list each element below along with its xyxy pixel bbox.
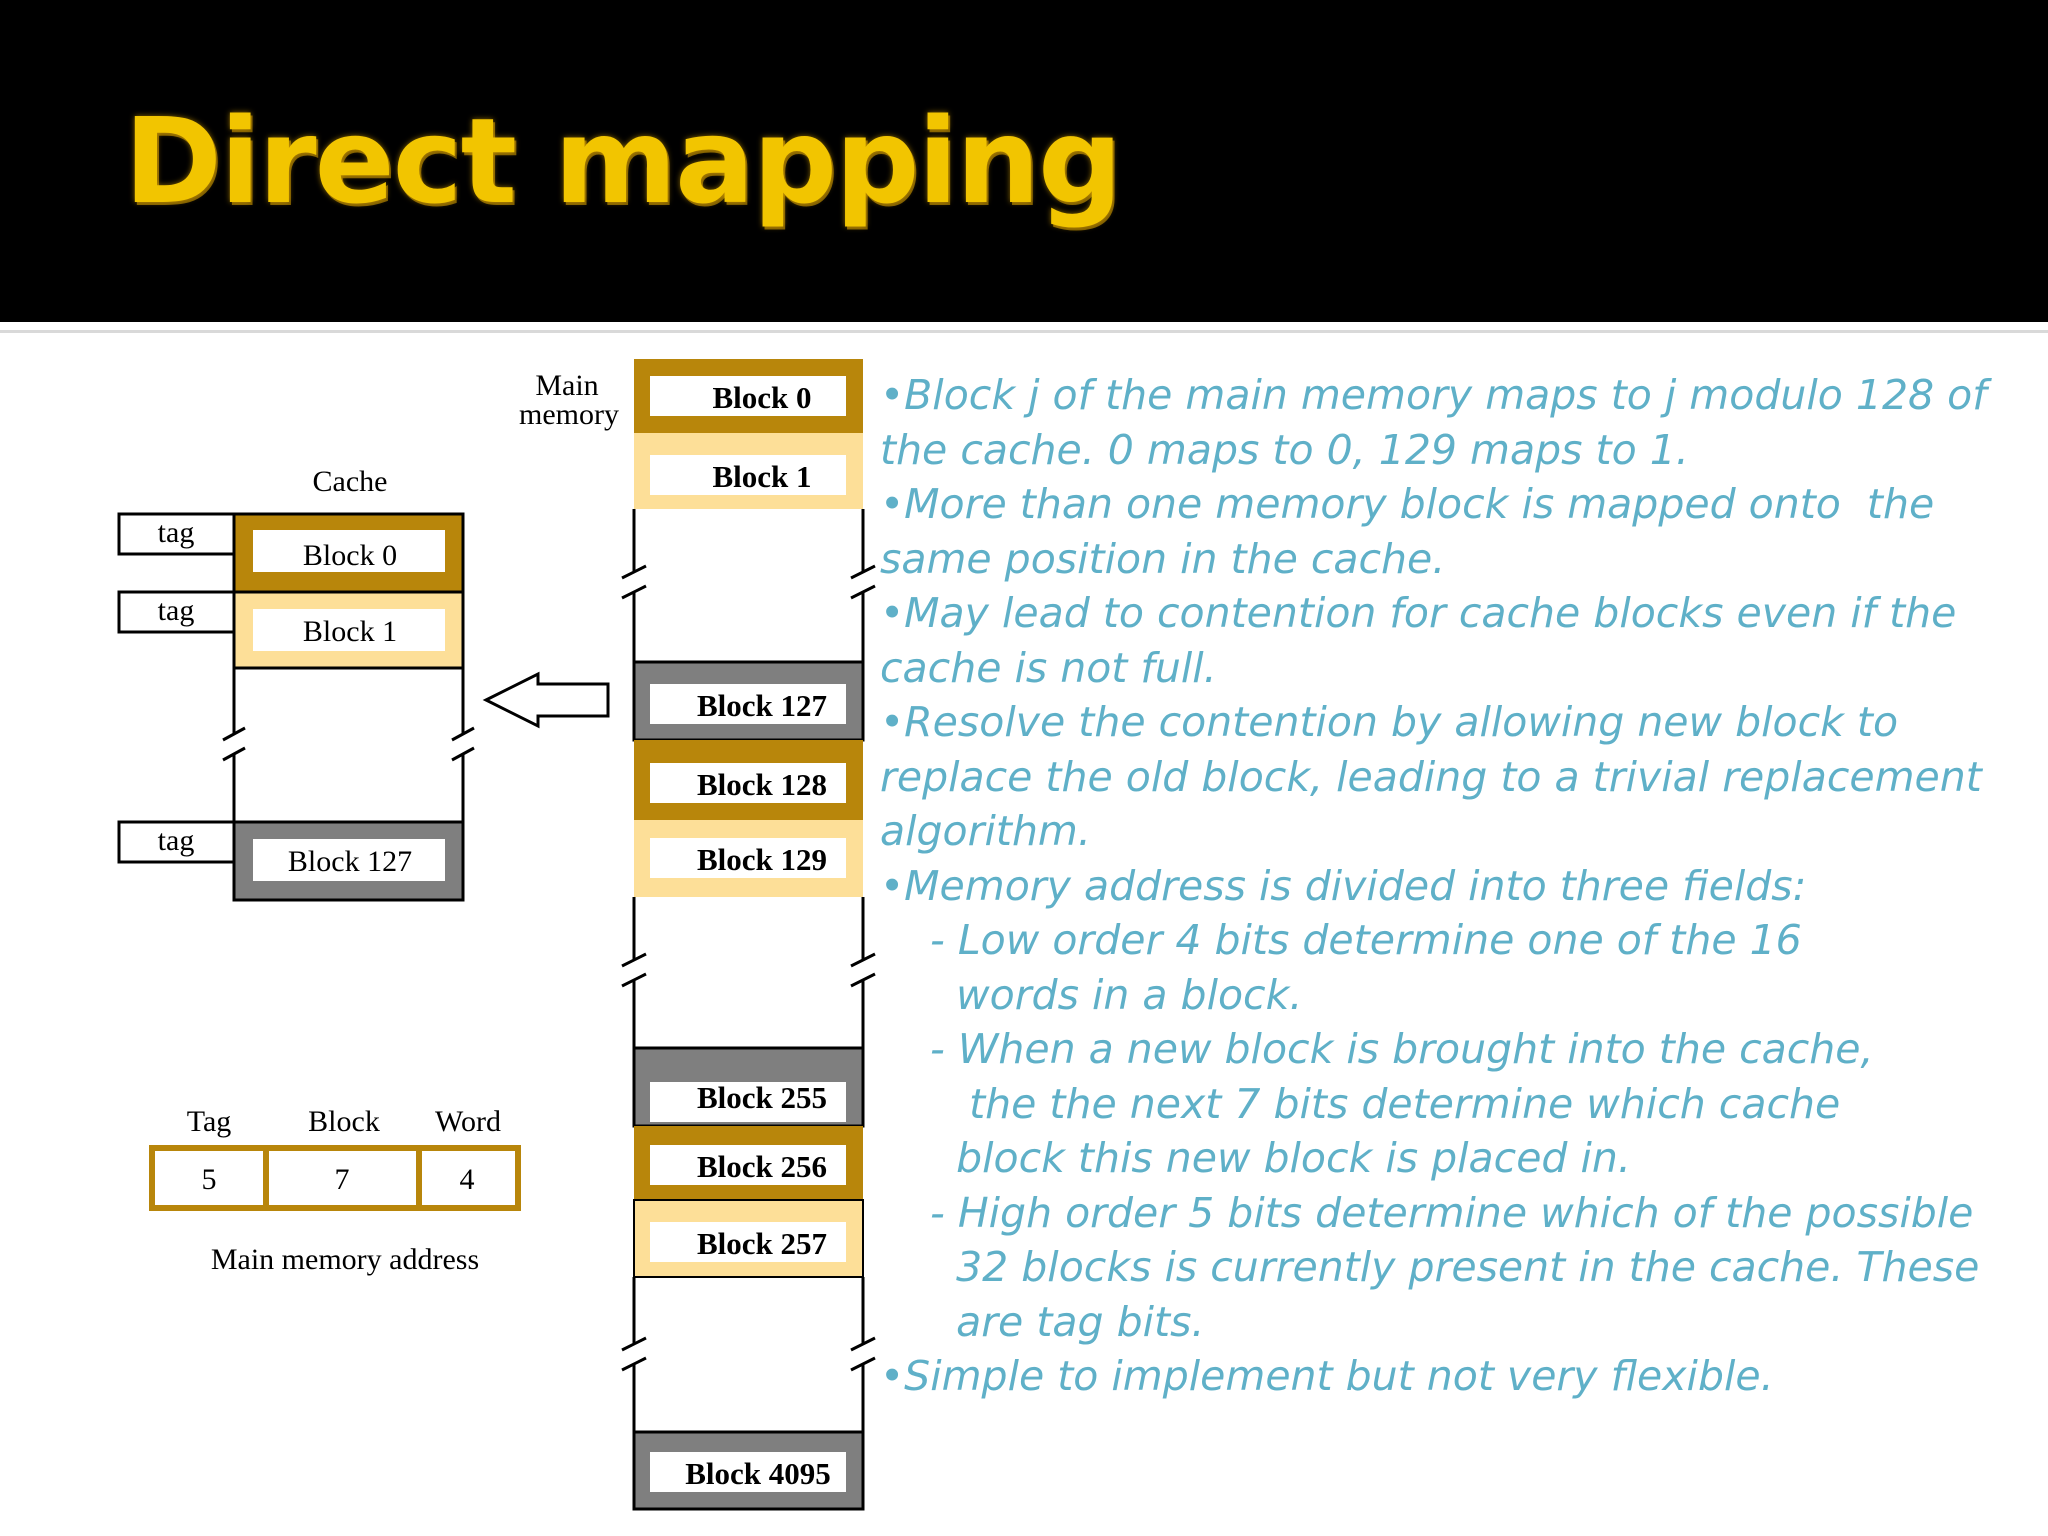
bullet-list: •Block j of the main memory maps to j mo…: [880, 368, 2040, 1404]
bullet-item: •Resolve the contention by allowing new …: [880, 698, 1995, 855]
title-bar: [0, 0, 2048, 322]
tag-label-127: tag: [158, 824, 195, 857]
cache-block-127-label: Block 127: [288, 845, 412, 878]
header-divider: [0, 330, 2048, 333]
cache-block-1-label: Block 1: [303, 615, 397, 648]
address-header-block: Block: [308, 1105, 380, 1138]
memory-block-255: Block 255: [632, 1046, 865, 1128]
memory-block-128: Block 128: [634, 740, 863, 820]
address-value-word: 4: [460, 1163, 475, 1196]
memory-block-0-label: Block 0: [712, 380, 811, 415]
bullet-item: •Simple to implement but not very flexib…: [880, 1352, 1774, 1400]
cache-tag-0: tag: [117, 512, 236, 556]
memory-block-257-label: Block 257: [697, 1226, 827, 1261]
memory-block-257: Block 257: [633, 1199, 864, 1278]
cache-block-0: Block 0: [232, 512, 465, 594]
cache-block-1: Block 1: [232, 590, 465, 670]
address-value-block: 7: [335, 1163, 350, 1196]
memory-block-127-label: Block 127: [697, 688, 827, 723]
tag-label-1: tag: [158, 594, 195, 627]
cache-tag-1: tag: [117, 590, 236, 634]
memory-block-256-label: Block 256: [697, 1149, 827, 1184]
cache-column: [222, 668, 475, 822]
bullet-item: •Memory address is divided into three fi…: [880, 861, 1807, 910]
bullet-item: •More than one memory block is mapped on…: [880, 480, 1948, 583]
sub-bullet-item: - When a new block is brought into the c…: [930, 1025, 1874, 1182]
mapping-arrow-icon: [482, 671, 610, 729]
sub-bullet-item: - High order 5 bits determine which of t…: [930, 1188, 1980, 1346]
memory-block-129: Block 129: [634, 820, 863, 897]
memory-block-1: Block 1: [634, 433, 863, 509]
slide-title: Direct mapping: [124, 92, 1122, 230]
cache-block-127: Block 127: [232, 820, 465, 902]
main-memory-label-line2: memory: [519, 398, 619, 431]
main-memory-column: [621, 509, 876, 1432]
cache-label: Cache: [313, 465, 388, 498]
address-header-tag: Tag: [187, 1105, 232, 1138]
bullet-item: •May lead to contention for cache blocks…: [880, 589, 1970, 692]
memory-block-129-label: Block 129: [697, 842, 827, 877]
address-caption: Main memory address: [211, 1243, 479, 1276]
cache-block-0-label: Block 0: [303, 539, 397, 572]
address-header-word: Word: [435, 1105, 501, 1138]
memory-block-4095-label: Block 4095: [685, 1456, 831, 1491]
address-format: Tag Block Word 5 7 4 Main memory address: [149, 1105, 521, 1276]
memory-block-127: Block 127: [632, 660, 865, 742]
memory-block-0: Block 0: [634, 359, 863, 433]
address-value-tag: 5: [202, 1163, 217, 1196]
tag-label-0: tag: [158, 516, 195, 549]
bullet-item: •Block j of the main memory maps to j mo…: [880, 371, 2000, 474]
memory-block-4095: Block 4095: [632, 1430, 865, 1511]
main-memory-label-line1: Main: [535, 369, 598, 402]
cache-tag-127: tag: [117, 820, 236, 864]
memory-block-256: Block 256: [634, 1126, 863, 1200]
memory-block-255-label: Block 255: [697, 1080, 827, 1115]
sub-bullet-item: - Low order 4 bits determine one of the …: [930, 916, 1802, 1019]
memory-block-1-label: Block 1: [712, 459, 811, 494]
memory-block-128-label: Block 128: [697, 767, 827, 802]
